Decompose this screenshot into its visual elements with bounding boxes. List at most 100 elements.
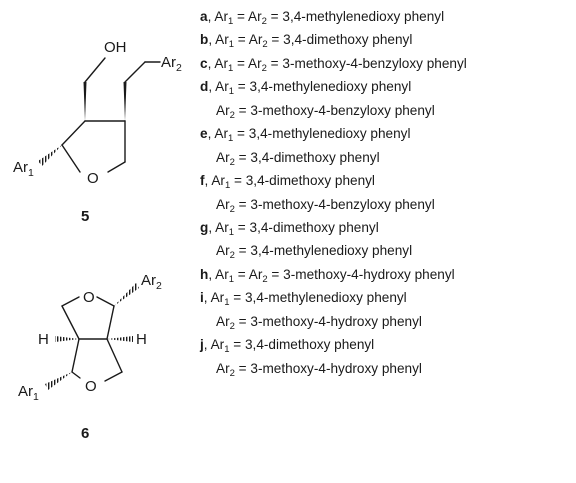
ar-symbol: Ar2 xyxy=(216,149,235,168)
substituent-value: 3,4-dimethoxy phenyl xyxy=(250,149,380,165)
ring-bond xyxy=(106,305,115,340)
ar-symbol: Ar2 xyxy=(248,55,267,74)
ring-oxygen-label: O xyxy=(87,170,99,187)
substituent-value: 3,4-methylenedioxy phenyl xyxy=(249,79,412,95)
substituent-value: 3-methoxy-4-benzyloxy phenyl xyxy=(282,55,467,71)
substituent-value: 3,4-methylenedioxy phenyl xyxy=(248,126,411,142)
ar-symbol: Ar1 xyxy=(215,32,235,51)
legend-line-f: f, Ar1 = 3,4-dimethoxy phenyl xyxy=(200,173,375,192)
substituent-value: 3-methoxy-4-benzyloxy phenyl xyxy=(250,196,435,212)
ar-symbol: Ar2 xyxy=(216,360,235,379)
entry-letter: e xyxy=(200,126,208,142)
wedge-bond xyxy=(123,82,127,121)
ar-symbol: Ar2 xyxy=(216,243,235,262)
legend-line-b: b, Ar1 = Ar2 = 3,4-dimethoxy phenyl xyxy=(200,32,413,51)
substituent-value: 3,4-methylenedioxy phenyl xyxy=(244,290,407,306)
ring-bond xyxy=(104,371,123,382)
entry-letter: g xyxy=(200,219,209,235)
ar-subscript: 1 xyxy=(224,180,231,192)
ar-subscript: 2 xyxy=(262,39,268,51)
ar1-label: Ar1 xyxy=(13,159,34,179)
hashed-bond xyxy=(114,283,139,306)
ar-subscript: 2 xyxy=(261,16,267,27)
legend-line-g: g, Ar1 = 3,4-dimethoxy phenyl xyxy=(200,219,379,238)
ar-symbol: Ar2 xyxy=(248,266,268,285)
ar-subscript: 1 xyxy=(227,62,234,74)
compound-number-6: 6 xyxy=(81,425,89,442)
ring-oxygen-top-label: O xyxy=(83,289,95,306)
substituent-value: 3,4-dimethoxy phenyl xyxy=(249,219,379,235)
wedge-bond xyxy=(83,82,87,121)
ar1-label: Ar1 xyxy=(18,383,39,403)
ar-symbol: Ar1 xyxy=(215,219,235,238)
compound-number-5: 5 xyxy=(81,208,89,225)
ar-symbol: Ar1 xyxy=(214,9,234,27)
ring-bond xyxy=(61,305,80,340)
bond xyxy=(124,61,146,83)
ar-subscript: 2 xyxy=(229,109,235,121)
bond xyxy=(84,57,106,83)
entry-letter: j xyxy=(200,337,204,353)
legend-line-e: Ar2 = 3,4-dimethoxy phenyl xyxy=(216,149,380,168)
legend-line-d: d, Ar1 = 3,4-methylenedioxy phenyl xyxy=(200,79,412,98)
entry-letter: d xyxy=(200,79,209,95)
ar-subscript: 2 xyxy=(261,62,267,74)
legend-line-d: Ar2 = 3-methoxy-4-benzyloxy phenyl xyxy=(216,102,435,121)
ar-subscript: 2 xyxy=(229,320,235,332)
substituent-value: 3-methoxy-4-hydroxy phenyl xyxy=(250,360,422,376)
ar-symbol: Ar2 xyxy=(248,9,267,27)
ring-bond xyxy=(61,296,80,307)
entry-letter: f xyxy=(200,173,205,189)
ring-bond xyxy=(107,161,126,173)
substituent-value: 3,4-methylenedioxy phenyl xyxy=(250,243,413,259)
ar-symbol: Ar1 xyxy=(211,173,231,192)
legend-line-i: Ar2 = 3-methoxy-4-hydroxy phenyl xyxy=(216,313,422,332)
ar-symbol: Ar2 xyxy=(216,196,235,215)
legend-line-j: Ar2 = 3-methoxy-4-hydroxy phenyl xyxy=(216,360,422,379)
substituent-legend: a, Ar1 = Ar2 = 3,4-methylenedioxy phenyl… xyxy=(200,5,572,380)
ar-subscript: 2 xyxy=(229,250,235,262)
ar-subscript: 1 xyxy=(227,16,234,27)
structure-5 xyxy=(38,57,161,173)
hydrogen-right-label: H xyxy=(136,331,147,348)
substituent-value: 3,4-methylenedioxy phenyl xyxy=(282,9,445,24)
legend-line-i: i, Ar1 = 3,4-methylenedioxy phenyl xyxy=(200,290,407,309)
hydrogen-left-label: H xyxy=(38,331,49,348)
ar-symbol: Ar2 xyxy=(248,32,268,51)
hashed-bond xyxy=(55,336,79,342)
ar-subscript: 2 xyxy=(229,156,235,168)
ar-subscript: 1 xyxy=(228,273,235,285)
ar-subscript: 1 xyxy=(227,133,234,145)
ar-symbol: Ar2 xyxy=(216,313,235,332)
ar-subscript: 1 xyxy=(224,344,230,356)
hashed-bond xyxy=(45,372,72,390)
entry-letter: i xyxy=(200,290,204,306)
ar-symbol: Ar1 xyxy=(210,290,230,309)
ring-bond xyxy=(96,296,115,307)
ring-bond xyxy=(106,338,123,373)
ar-symbol: Ar2 xyxy=(216,102,235,121)
structure-6 xyxy=(45,283,139,390)
ar-subscript: 1 xyxy=(228,39,235,51)
legend-line-g: Ar2 = 3,4-methylenedioxy phenyl xyxy=(216,243,413,262)
ar-subscript: 1 xyxy=(228,86,235,98)
ar-symbol: Ar1 xyxy=(214,55,234,74)
legend-line-h: h, Ar1 = Ar2 = 3-methoxy-4-hydroxy pheny… xyxy=(200,266,455,285)
ar-subscript: 1 xyxy=(228,226,235,238)
structures-panel: OH O Ar2 Ar1 5 O O H H Ar2 Ar1 6 xyxy=(13,39,182,442)
ar-symbol: Ar1 xyxy=(215,79,235,98)
entry-letter: h xyxy=(200,266,209,282)
ar-subscript: 2 xyxy=(229,367,235,379)
legend-line-e: e, Ar1 = 3,4-methylenedioxy phenyl xyxy=(200,126,411,145)
entry-letter: b xyxy=(200,32,209,48)
substituent-value: 3,4-dimethoxy phenyl xyxy=(245,173,375,189)
ring-bond xyxy=(71,371,81,379)
hashed-bond xyxy=(38,145,62,166)
legend-line-j: j, Ar1 = 3,4-dimethoxy phenyl xyxy=(200,337,375,356)
substituent-value: 3,4-dimethoxy phenyl xyxy=(244,337,375,353)
ar2-label: Ar2 xyxy=(141,272,162,292)
entry-letter: c xyxy=(200,55,208,71)
legend-line-f: Ar2 = 3-methoxy-4-benzyloxy phenyl xyxy=(216,196,435,215)
ar-symbol: Ar1 xyxy=(210,337,230,356)
entry-letter: a xyxy=(200,9,208,24)
